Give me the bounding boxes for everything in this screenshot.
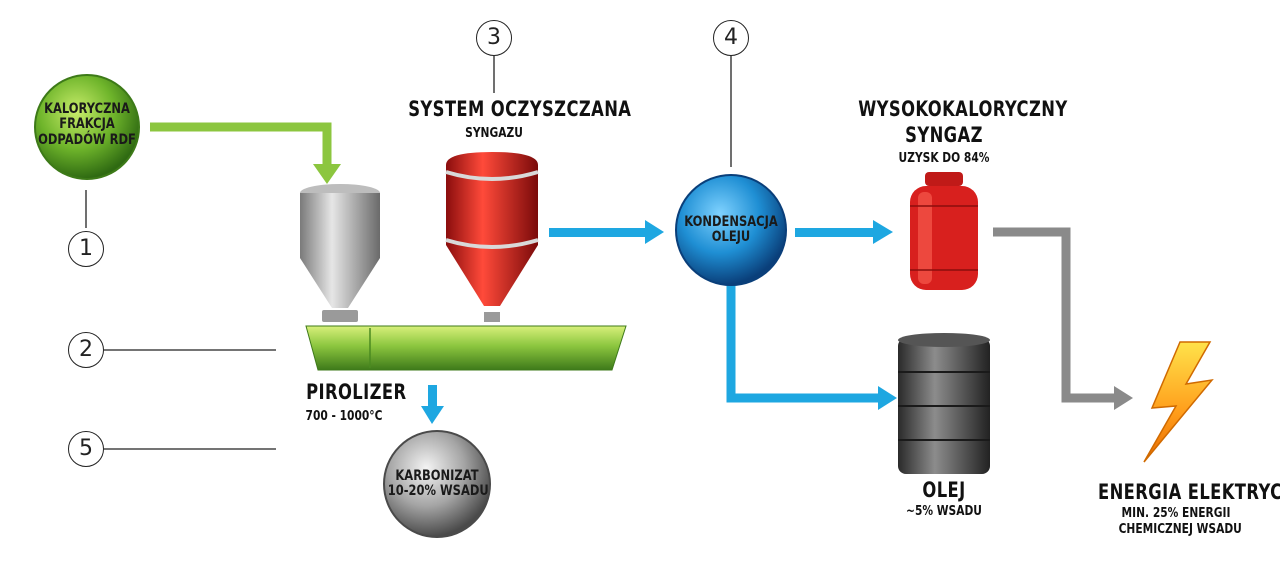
condensation-label-line2: OLEJU: [711, 229, 751, 246]
step-marker-2: 2: [68, 332, 104, 368]
energy-title: ENERGIA ELEKTRYCZNA: [1098, 480, 1280, 504]
green-feed-arrowhead: [313, 164, 341, 184]
condensation-label: KONDENSACJA OLEJU: [682, 214, 780, 246]
blue-arrow-to-syngas: [795, 220, 893, 244]
oil-barrel-icon: [898, 333, 990, 474]
cleaning-cyclone: [445, 152, 539, 322]
blue-arrow-to-oil: [726, 282, 897, 410]
rdf-label-line1: KALORYCZNA: [44, 101, 130, 117]
step-marker-4: 4: [713, 20, 749, 56]
rdf-label-line3: ODPADÓW RDF: [38, 131, 136, 148]
step-marker-3: 3: [476, 20, 512, 56]
leader-lines: [85, 56, 732, 450]
step-marker-1: 1: [68, 231, 104, 267]
oil-title: OLEJ: [922, 478, 966, 502]
rdf-label: KALORYCZNA FRAKCJA ODPADÓW RDF: [38, 101, 136, 148]
lightning-bolt-icon: [1143, 341, 1214, 463]
oil-share: ~5% WSADU: [906, 504, 982, 519]
char-ball: [383, 430, 491, 538]
energy-share-line1: MIN. 25% ENERGII: [1121, 506, 1231, 521]
step-marker-5: 5: [68, 431, 104, 467]
gray-arrow-to-energy: [993, 227, 1133, 410]
green-feed-arrow: [150, 122, 332, 167]
blue-arrow-to-condensation: [549, 220, 664, 244]
condensation-label-line1: KONDENSACJA: [684, 214, 778, 230]
char-label-line1: KARBONIZAT: [395, 468, 479, 484]
syngas-title-line1: WYSOKOKALORYCZNY: [858, 97, 1068, 121]
pyrolizer-title: PIROLIZER: [306, 380, 407, 404]
rdf-label-line2: FRAKCJA: [59, 116, 115, 133]
energy-share-line2: CHEMICZNEJ WSADU: [1118, 522, 1242, 537]
rdf-ball: [34, 74, 140, 180]
pyrolizer-tube: [305, 325, 627, 371]
cleaning-subtitle: SYNGAZU: [465, 126, 523, 141]
blue-arrow-to-char: [421, 385, 444, 424]
syngas-yield: UZYSK DO 84%: [898, 151, 990, 166]
gas-cylinder-icon: [910, 172, 978, 290]
feed-silo: [300, 184, 380, 322]
cleaning-title: SYSTEM OCZYSZCZANA: [408, 97, 632, 121]
char-label-line2: 10-20% WSADU: [387, 483, 489, 500]
syngas-title-line2: SYNGAZ: [905, 123, 983, 147]
char-label: KARBONIZAT 10-20% WSADU: [387, 468, 489, 500]
condensation-ball: [675, 174, 787, 286]
pyrolizer-temperature: 700 - 1000°C: [305, 409, 383, 424]
